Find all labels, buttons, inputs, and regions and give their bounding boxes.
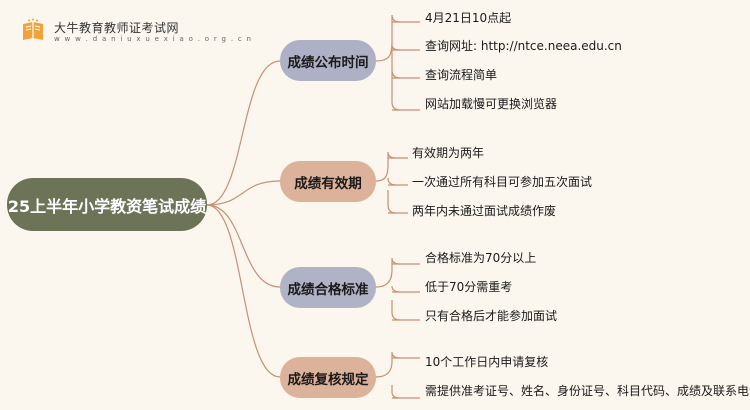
branch-node-review-rules: 成绩复核规定: [280, 357, 376, 398]
leaf-interview-after-pass: 只有合格后才能参加面试: [425, 309, 558, 323]
leaf-pass-70: 合格标准为70分以上: [425, 251, 537, 265]
site-logo: 大牛教育教师证考试网 w w w . d a n i u x u e x i a…: [6, 14, 251, 48]
link-root-branch-3: [206, 204, 281, 288]
leaf-five-interviews: 一次通过所有科目可参加五次面试: [412, 175, 593, 189]
leaf-review-10-days: 10个工作日内申请复核: [425, 355, 549, 369]
branch-node-validity: 成绩有效期: [280, 161, 376, 202]
root-node: 25上半年小学教资笔试成绩: [7, 178, 207, 231]
link-branch-2-leaves: [375, 151, 397, 214]
leaf-browser-tip: 网站加载慢可更换浏览器: [425, 97, 558, 111]
link-root-branch-1: [206, 60, 281, 206]
link-root-branch-2: [206, 180, 281, 206]
logo-url: w w w . d a n i u x u e x i a o . o r g …: [54, 35, 253, 43]
branch-node-pass-standard: 成绩合格标准: [280, 267, 376, 308]
logo-title: 大牛教育教师证考试网: [54, 21, 180, 35]
leaf-valid-two-years: 有效期为两年: [412, 146, 485, 160]
leaf-retake: 低于70分需重考: [425, 280, 513, 294]
link-branch-1-leaves: [375, 14, 401, 111]
link-root-branch-4: [206, 204, 281, 378]
leaf-release-date: 4月21日10点起: [425, 11, 512, 25]
leaf-expire: 两年内未通过面试成绩作废: [412, 204, 557, 218]
leaf-review-materials: 需提供准考证号、姓名、身份证号、科目代码、成绩及联系电话: [425, 384, 750, 398]
link-branch-3-leaves: [375, 257, 401, 321]
book-logo-icon: [23, 18, 43, 40]
link-branch-4-leaves: [375, 351, 401, 399]
leaf-query-simple: 查询流程简单: [425, 68, 498, 82]
branch-node-release-time: 成绩公布时间: [280, 40, 376, 81]
leaf-query-url: 查询网址: http://ntce.neea.edu.cn: [425, 39, 622, 53]
